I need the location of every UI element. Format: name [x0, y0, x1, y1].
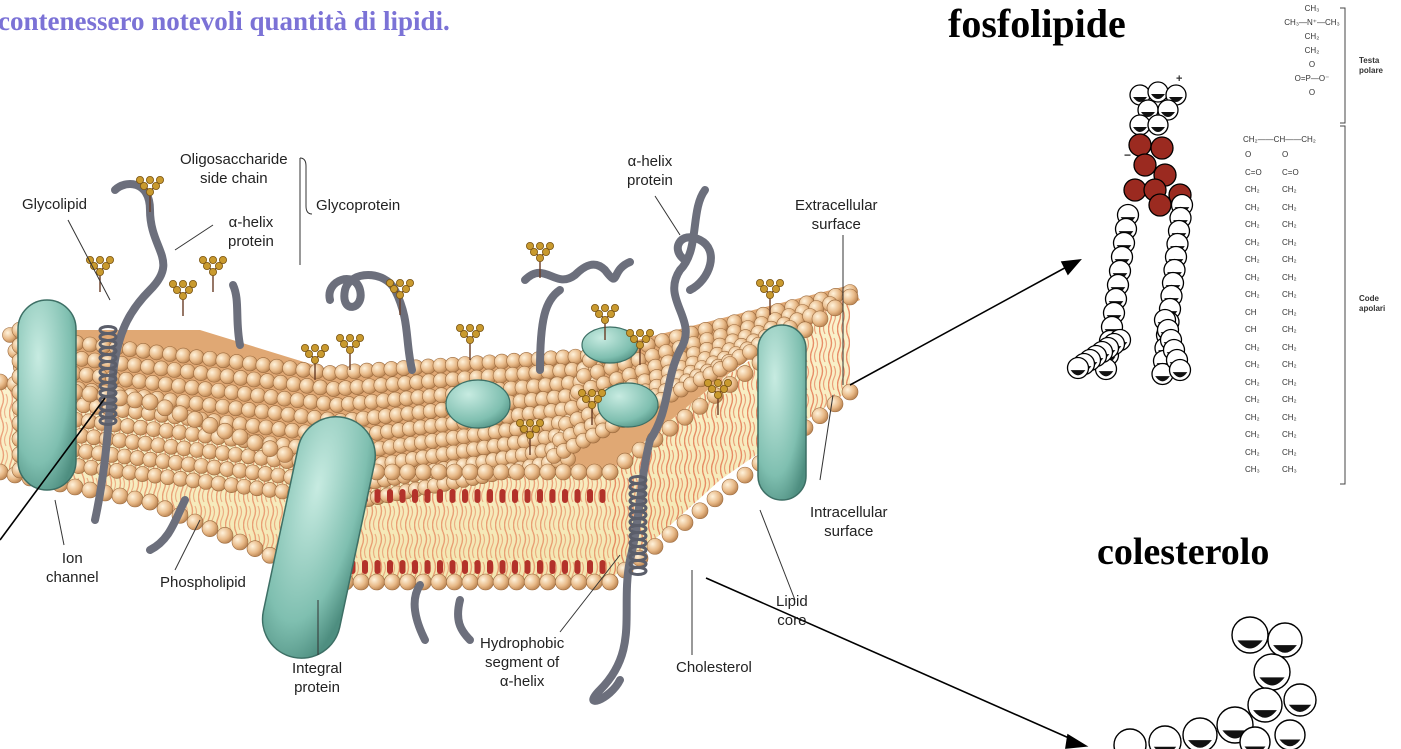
label-polare: polare: [1359, 66, 1383, 76]
label-testa: Testa: [1359, 56, 1383, 66]
label-apolari: apolari: [1359, 304, 1385, 314]
label-code-apolari: Code apolari: [1359, 294, 1385, 314]
label-code: Code: [1359, 294, 1385, 304]
label-testa-polare: Testa polare: [1359, 56, 1383, 76]
